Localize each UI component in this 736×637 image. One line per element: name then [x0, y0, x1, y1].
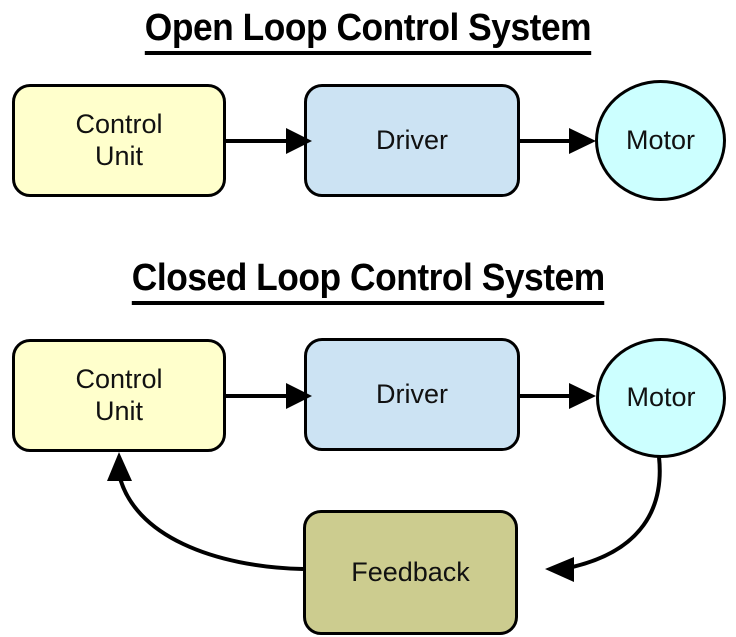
edge-open-driver-to-motor: [520, 128, 596, 154]
open-loop-control-unit-node: Control Unit: [12, 84, 226, 197]
closed-loop-control-unit-node: Control Unit: [12, 339, 226, 452]
edge-closed-control-unit-to-driver: [226, 383, 312, 409]
edge-open-control-unit-to-driver: [226, 128, 312, 154]
closed-loop-title-text: Closed Loop Control System: [131, 256, 605, 305]
closed-loop-motor-label: Motor: [626, 382, 696, 413]
closed-loop-driver-node: Driver: [304, 338, 520, 451]
open-loop-motor-node: Motor: [595, 80, 726, 201]
open-loop-motor-label: Motor: [625, 124, 696, 155]
edge-closed-motor-to-feedback: [545, 456, 662, 582]
control-unit-label-line1: Control: [75, 108, 163, 139]
edge-closed-driver-to-motor: [520, 383, 596, 409]
open-loop-driver-label: Driver: [376, 124, 448, 155]
open-loop-control-unit-label: Control Unit: [75, 109, 162, 173]
open-loop-title: Open Loop Control System: [0, 6, 736, 55]
closed-loop-driver-label: Driver: [376, 378, 448, 409]
closed-loop-motor-node: Motor: [596, 338, 726, 458]
closed-loop-feedback-node: Feedback: [303, 510, 518, 635]
control-unit-label-line2: Unit: [94, 395, 143, 426]
closed-loop-title: Closed Loop Control System: [0, 256, 736, 305]
open-loop-title-text: Open Loop Control System: [144, 6, 592, 55]
edge-closed-feedback-to-control-unit: [107, 452, 304, 571]
control-unit-label-line2: Unit: [94, 140, 143, 171]
open-loop-driver-node: Driver: [304, 84, 520, 197]
closed-loop-feedback-label: Feedback: [351, 556, 470, 587]
control-unit-label-line1: Control: [75, 363, 163, 394]
closed-loop-control-unit-label: Control Unit: [75, 364, 162, 428]
